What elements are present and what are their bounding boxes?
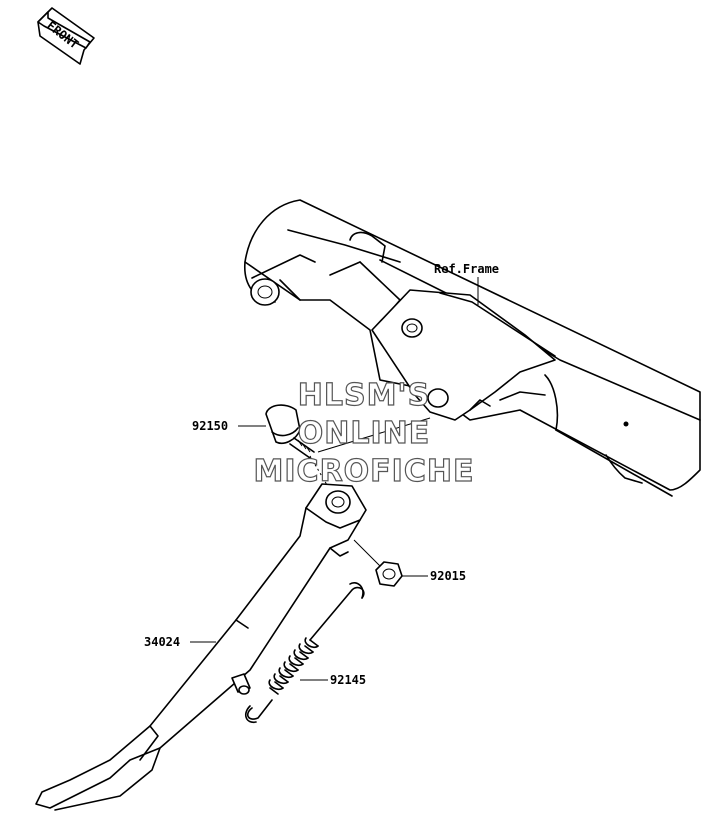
watermark: HLSM'S ONLINE MICROFICHE	[253, 377, 475, 489]
part-callout-92150: 92150	[192, 419, 266, 433]
watermark-line-3: MICROFICHE	[254, 454, 475, 489]
part-callout-34024: 34024	[144, 635, 216, 649]
frame-tube	[244, 199, 701, 497]
nut-92015	[353, 539, 403, 587]
part-number-34024: 34024	[144, 635, 180, 649]
side-stand-34024	[35, 483, 367, 811]
part-callout-92015: 92015	[402, 569, 466, 583]
watermark-line-1: HLSM'S	[298, 378, 430, 413]
ref-frame-label: Ref.Frame	[434, 262, 499, 276]
watermark-line-2: ONLINE	[298, 416, 431, 451]
part-number-92150: 92150	[192, 419, 228, 433]
spring-coils	[268, 637, 319, 695]
part-callout-92145: 92145	[300, 673, 366, 687]
part-number-92145: 92145	[330, 673, 366, 687]
spring-92145	[244, 582, 365, 724]
front-arrow-marker: FRONT	[37, 7, 95, 65]
ref-frame-callout: Ref.Frame	[434, 262, 499, 305]
part-number-92015: 92015	[430, 569, 466, 583]
bolt-92150	[265, 404, 431, 491]
